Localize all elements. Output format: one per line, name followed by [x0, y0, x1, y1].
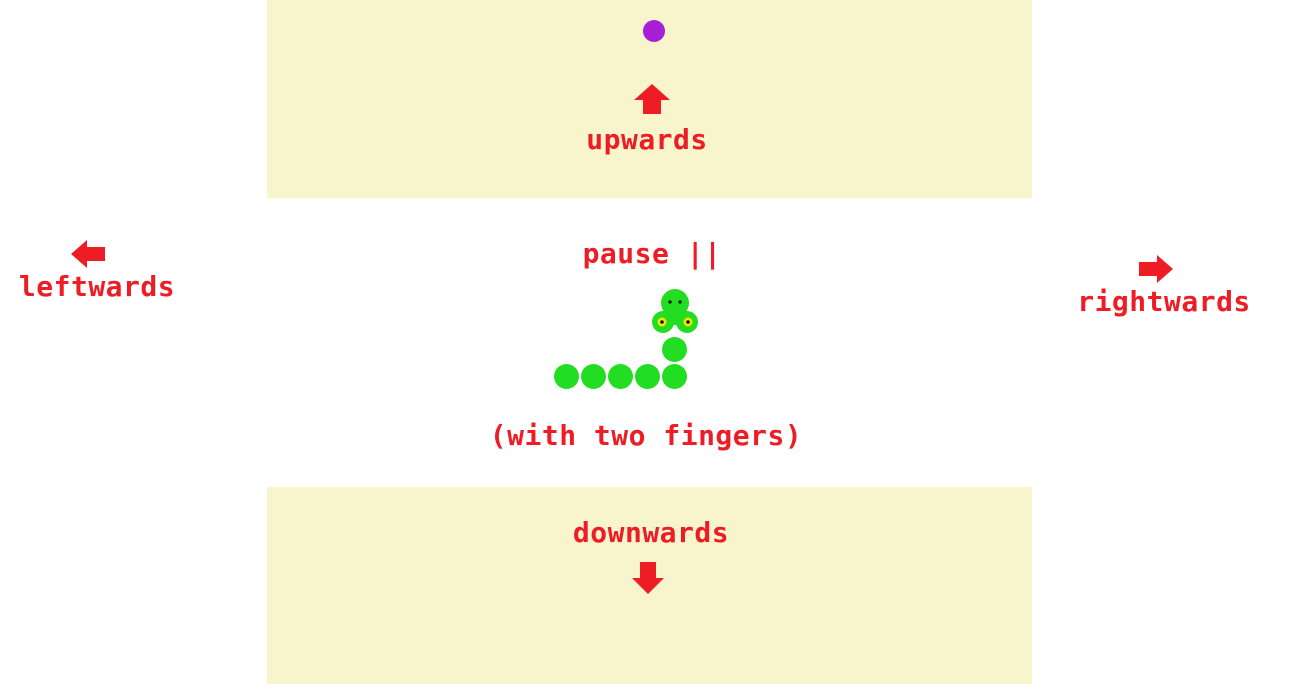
snake-head: [652, 288, 698, 336]
up-label: upwards: [586, 123, 708, 156]
two-finger-hint: (with two fingers): [489, 419, 803, 452]
pause-label[interactable]: pause ||: [582, 237, 722, 270]
arrow-down-icon: [630, 560, 666, 596]
left-label: leftwards: [18, 270, 176, 303]
arrow-right-icon: [1137, 254, 1175, 284]
snake-segment: [554, 364, 579, 389]
food-pellet: [643, 20, 665, 42]
arrow-left-icon: [69, 239, 107, 269]
snake-segment: [581, 364, 606, 389]
snake-segment: [662, 337, 687, 362]
down-label: downwards: [572, 516, 730, 549]
right-label: rightwards: [1077, 285, 1251, 318]
snake-segment: [608, 364, 633, 389]
snake-segment: [662, 364, 687, 389]
arrow-up-icon: [632, 82, 672, 116]
snake-segment: [635, 364, 660, 389]
